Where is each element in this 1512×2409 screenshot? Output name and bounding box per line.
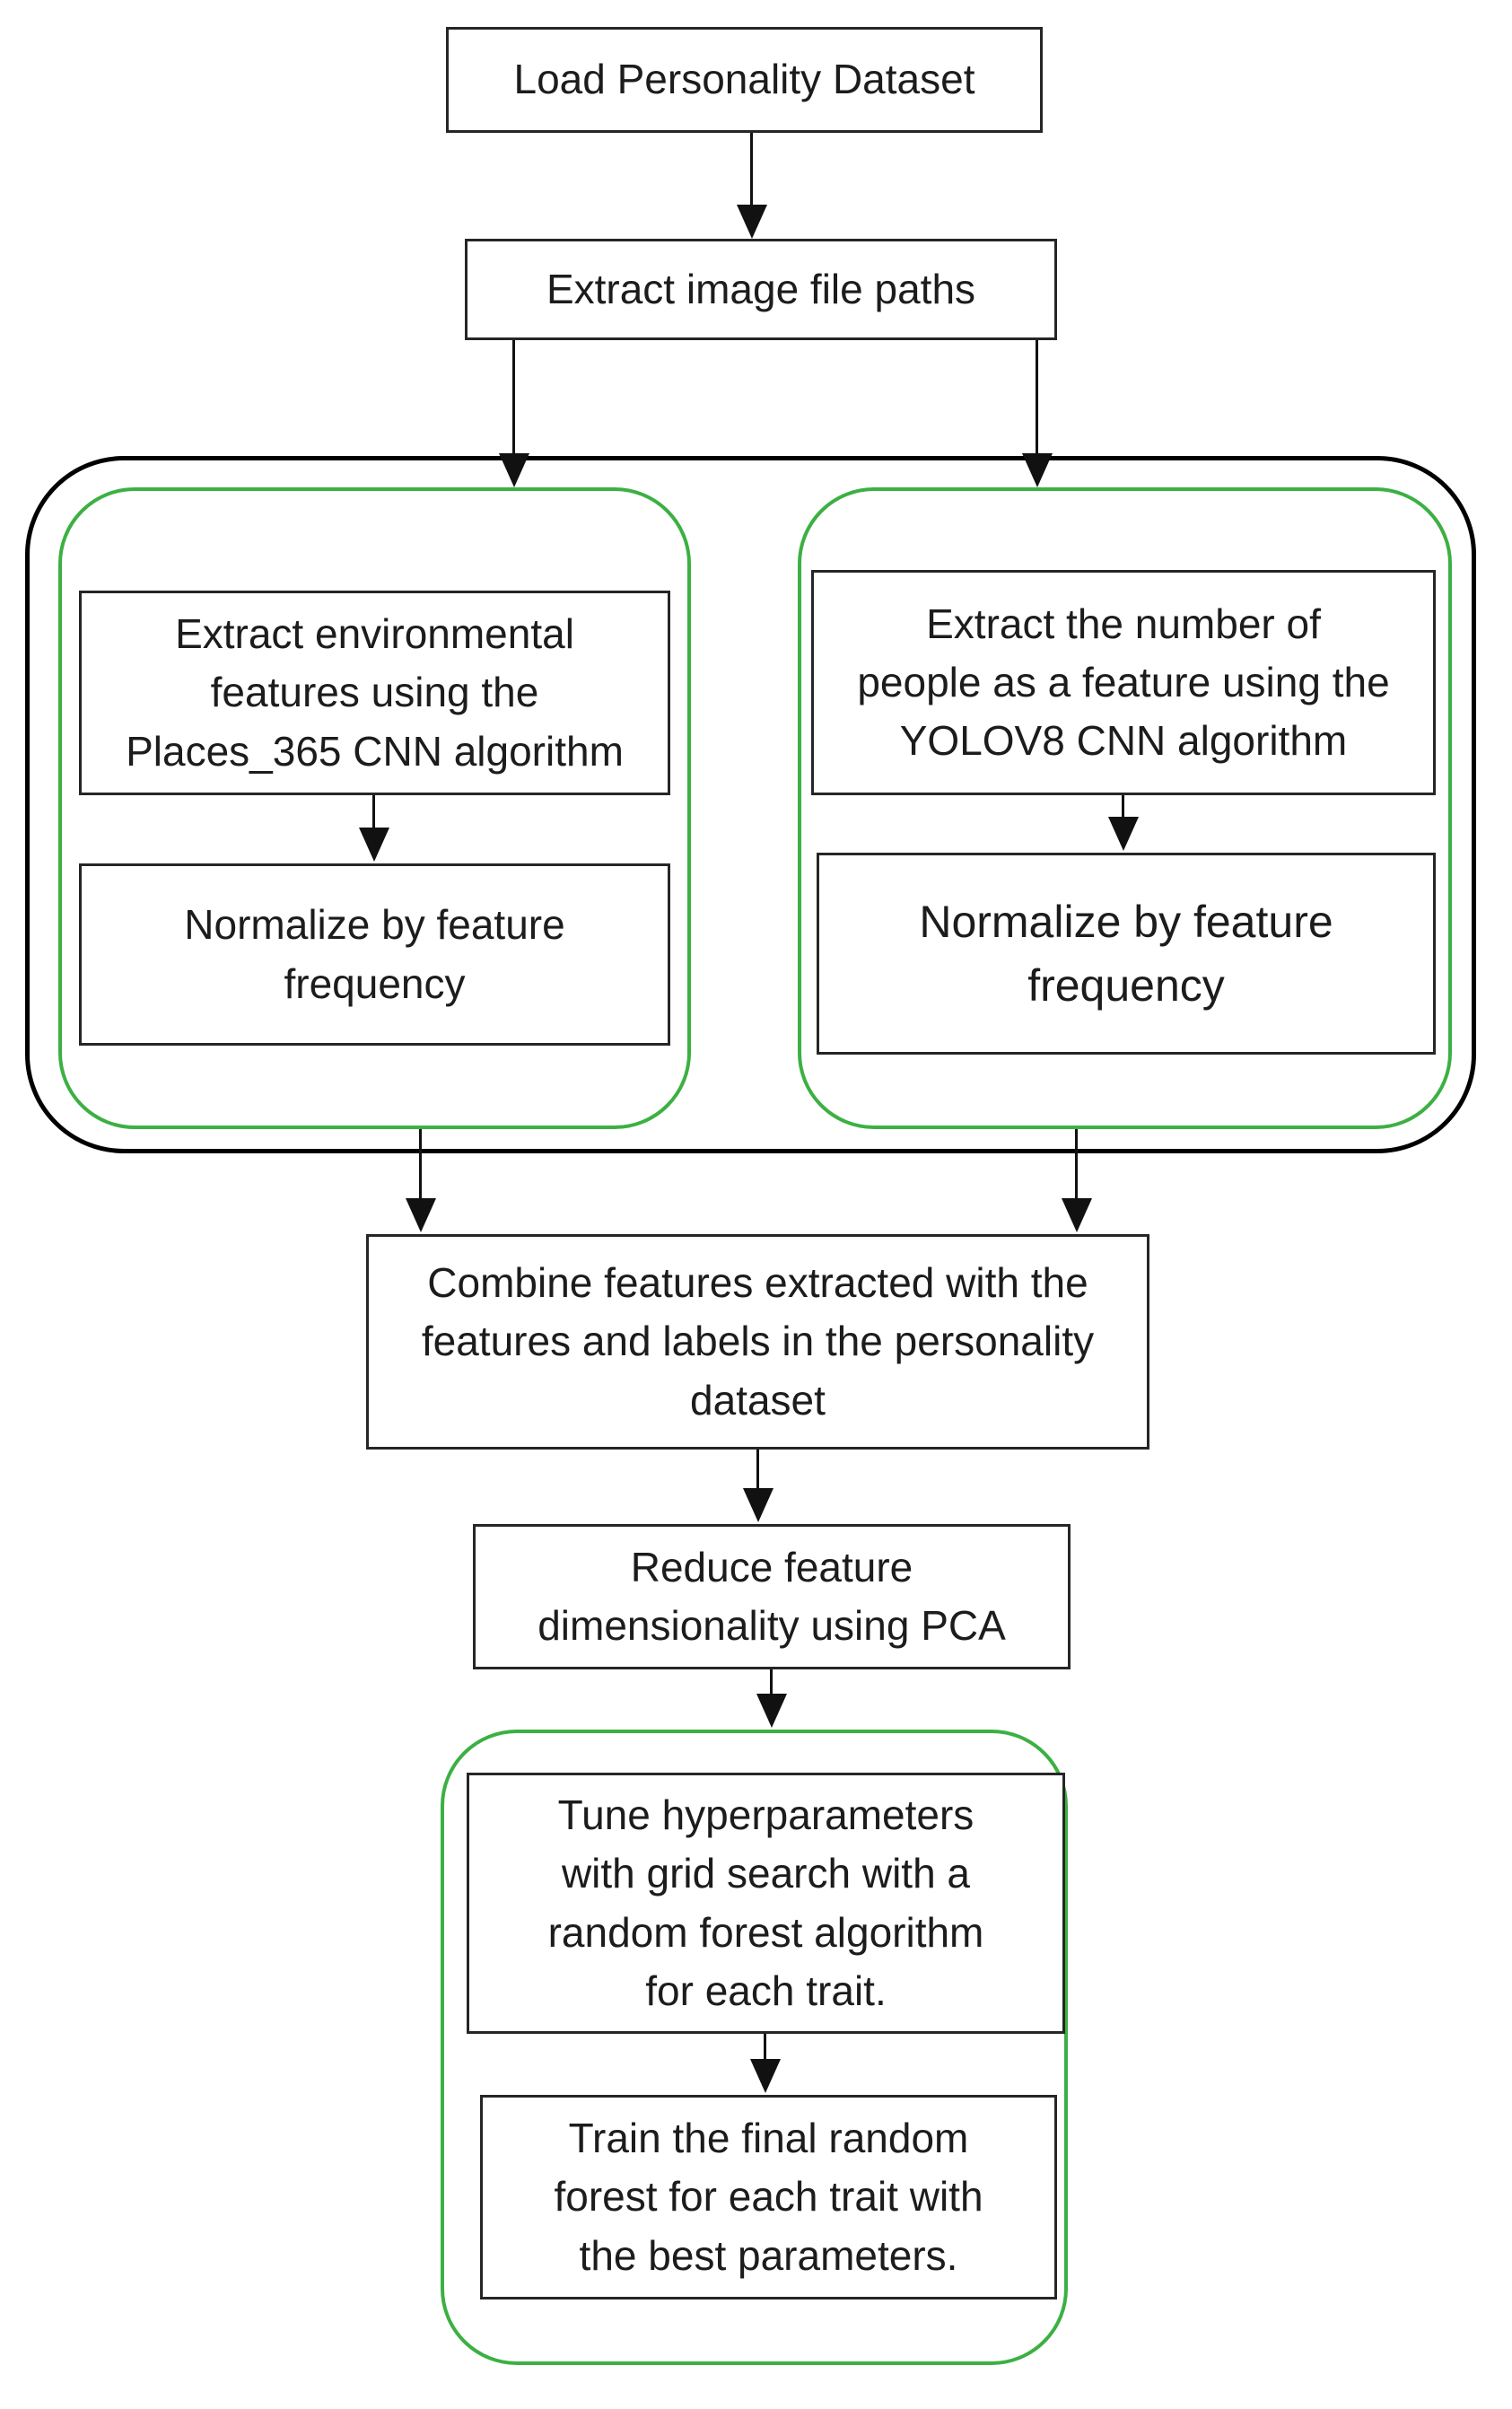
arrow-env-to-normalize-line (372, 795, 375, 828)
node-reduce-dimensionality-pca: Reduce feature dimensionality using PCA (473, 1524, 1071, 1669)
group-places-branch (58, 487, 691, 1129)
node-tune-hyperparameters: Tune hyperparameters with grid search wi… (467, 1773, 1065, 2034)
arrow-people-to-normalize-line (1122, 795, 1124, 817)
arrow-people-to-normalize-head (1108, 817, 1139, 851)
arrow-combine-to-pca-line (756, 1450, 759, 1488)
node-normalize-env-frequency: Normalize by feature frequency (79, 863, 670, 1046)
arrow-pca-to-training-head (756, 1694, 787, 1728)
arrow-tune-to-train-head (750, 2059, 781, 2093)
arrow-load-to-paths-line (750, 133, 753, 206)
node-extract-image-file-paths: Extract image file paths (465, 239, 1057, 340)
node-combine-features: Combine features extracted with the feat… (366, 1234, 1149, 1450)
arrow-combine-to-pca-head (743, 1488, 773, 1522)
arrow-places-to-combine-head (406, 1198, 436, 1232)
arrow-pca-to-training-line (770, 1669, 773, 1694)
arrow-paths-to-places-line (512, 340, 515, 453)
arrow-load-to-paths-head (737, 205, 767, 239)
arrow-paths-to-yolo-head (1022, 453, 1053, 487)
arrow-yolo-to-combine-line (1075, 1129, 1078, 1198)
arrow-env-to-normalize-head (359, 828, 389, 862)
node-normalize-people-frequency: Normalize by feature frequency (817, 853, 1436, 1055)
group-feature-extraction-outer (25, 456, 1476, 1153)
arrow-paths-to-places-head (499, 453, 529, 487)
arrow-paths-to-yolo-line (1036, 340, 1038, 453)
arrow-yolo-to-combine-head (1062, 1198, 1092, 1232)
arrow-tune-to-train-line (764, 2034, 766, 2059)
group-training (441, 1730, 1068, 2365)
node-train-final-random-forest: Train the final random forest for each t… (480, 2095, 1057, 2300)
arrow-places-to-combine-line (419, 1129, 422, 1198)
node-extract-number-of-people: Extract the number of people as a featur… (811, 570, 1436, 795)
node-load-personality-dataset: Load Personality Dataset (446, 27, 1043, 133)
node-extract-environmental-features: Extract environmental features using the… (79, 591, 670, 795)
group-yolo-branch (798, 487, 1452, 1129)
